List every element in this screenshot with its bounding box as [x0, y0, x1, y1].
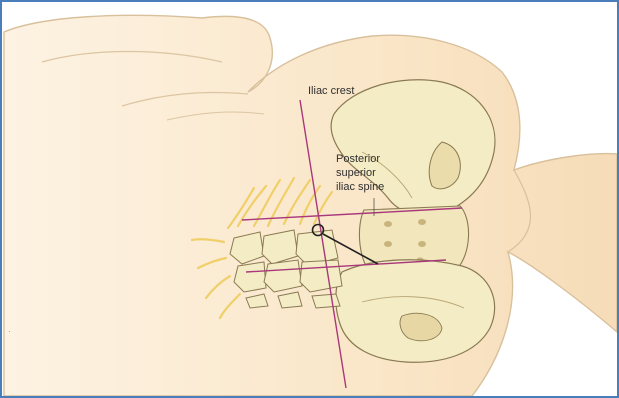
- label-psis-line1: Posterior: [336, 153, 380, 165]
- label-iliac-crest: Iliac crest: [308, 85, 354, 97]
- sacral-foramen-2: [418, 219, 426, 225]
- facet-joints: [246, 292, 340, 308]
- edge-mark: ·: [8, 326, 11, 336]
- vertebra-l4-lower: [264, 260, 302, 292]
- vertebra-l3-lower: [234, 262, 266, 292]
- sacral-foramen-1: [384, 221, 392, 227]
- sacral-foramen-4: [418, 241, 426, 247]
- label-psis-line3: iliac spine: [336, 181, 384, 193]
- label-psis-line2: superior: [336, 167, 376, 179]
- body-silhouette: [4, 15, 617, 396]
- vertebra-l5-lower: [300, 260, 342, 292]
- iliac-wing-lower: [336, 260, 495, 362]
- sacral-foramen-3: [384, 241, 392, 247]
